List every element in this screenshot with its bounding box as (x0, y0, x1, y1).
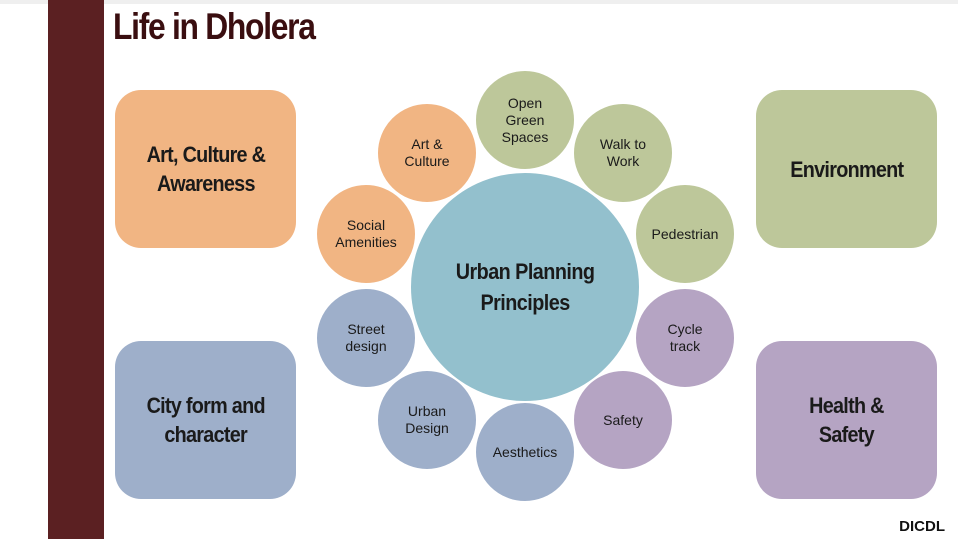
circle-art-and-culture: Art & Culture (376, 102, 478, 204)
left-accent-bar (48, 0, 104, 539)
center-label: Urban Planning Principles (455, 259, 595, 315)
circle-label: Open Green Spaces (501, 94, 549, 145)
circle-label: Cycle track (667, 321, 703, 354)
box-label: City form and character (146, 393, 265, 447)
box-environment: Environment (756, 90, 937, 248)
box-label: Art, Culture & Awareness (146, 142, 265, 196)
circle-label: Aesthetics (492, 443, 558, 460)
circle-urban-design: Urban Design (376, 369, 478, 471)
circle-open-green-spaces: Open Green Spaces (474, 69, 576, 171)
circle-safety: Safety (572, 369, 674, 471)
top-strip (0, 0, 958, 4)
circle-pedestrian: Pedestrian (634, 183, 736, 285)
circle-label: Street design (345, 321, 387, 354)
circle-walk-to-work: Walk to Work (572, 102, 674, 204)
circle-label: Urban Design (405, 403, 449, 436)
box-art-culture-awareness: Art, Culture & Awareness (115, 90, 296, 248)
circle-label: Art & Culture (404, 136, 450, 169)
circle-cycle-track: Cycle track (634, 287, 736, 389)
circle-social-amenities: Social Amenities (315, 183, 417, 285)
box-city-form-character: City form and character (115, 341, 296, 499)
circle-label: Social Amenities (335, 217, 397, 250)
box-label: Environment (789, 156, 904, 182)
slide-title: Life in Dholera (113, 6, 316, 47)
center-circle-urban-planning: Urban Planning Principles (409, 171, 641, 403)
box-label: Health & Safety (809, 393, 884, 447)
circle-aesthetics: Aesthetics (474, 401, 576, 503)
footer-logo-text: DICDL (899, 518, 945, 535)
circle-label: Pedestrian (651, 225, 719, 242)
circle-label: Walk to Work (599, 136, 647, 169)
circle-street-design: Street design (315, 287, 417, 389)
circle-label: Safety (603, 411, 643, 428)
box-health-safety: Health & Safety (756, 341, 937, 499)
